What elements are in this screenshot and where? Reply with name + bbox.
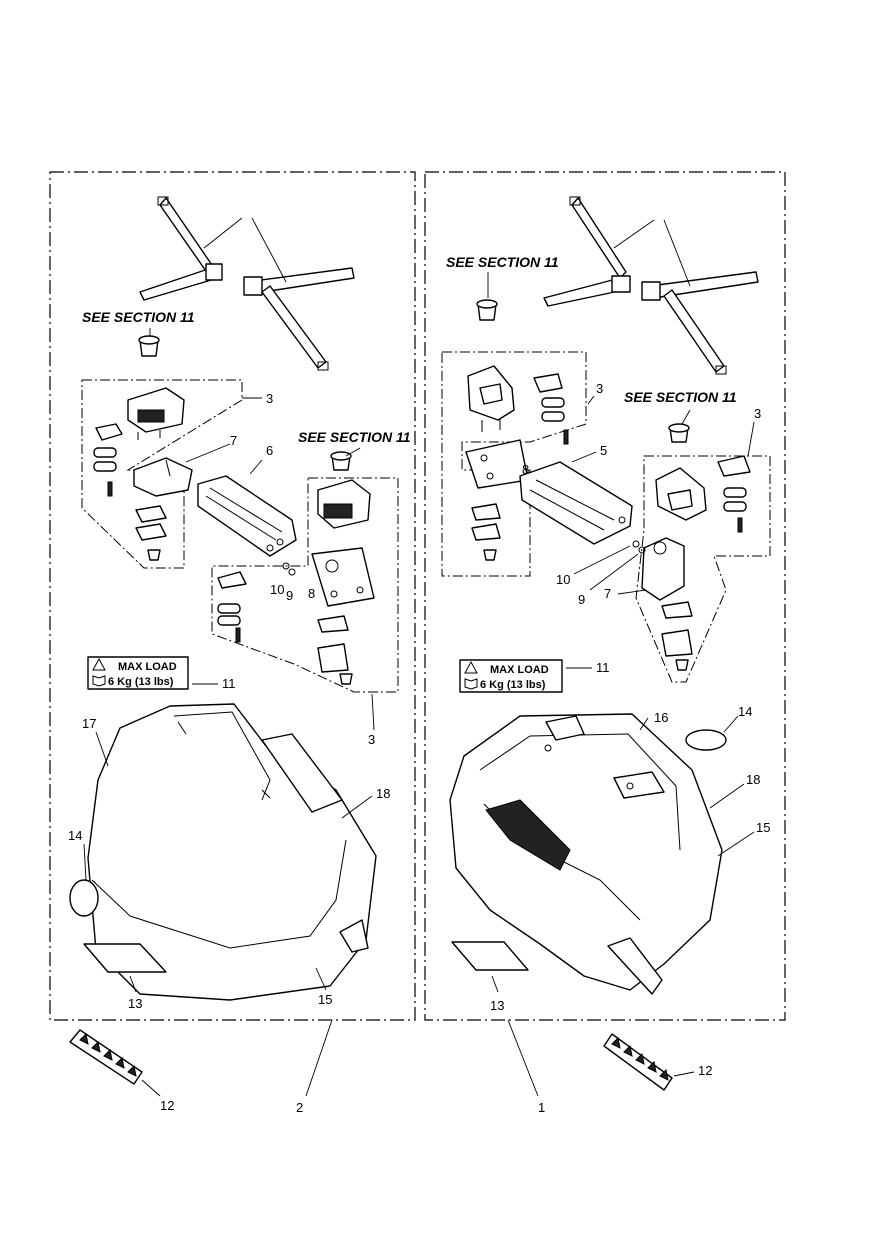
strap-set-right <box>543 196 759 375</box>
max-load-label-left-line1: MAX LOAD <box>118 661 177 673</box>
callout-14-right: 14 <box>738 704 752 719</box>
mount-group-outline-left-2 <box>211 477 399 693</box>
bracket-8-left <box>311 547 375 607</box>
rubber-plug-right-2 <box>668 423 690 443</box>
pannier-case-left <box>87 703 377 1001</box>
callout-11-left: 11 <box>222 676 236 691</box>
callout-9-left: 9 <box>286 588 293 603</box>
reflective-strip-right <box>603 1033 673 1091</box>
see-section-ref-left-2: SEE SECTION 11 <box>298 429 411 445</box>
callout-12-right: 12 <box>698 1063 712 1078</box>
callout-13-right: 13 <box>490 998 504 1013</box>
callout-12-left: 12 <box>160 1098 174 1113</box>
callout-6: 6 <box>266 443 273 458</box>
callout-16: 16 <box>654 710 668 725</box>
bracket-8-right <box>465 439 529 489</box>
callout-9-right: 9 <box>578 592 585 607</box>
callout-11-right: 11 <box>596 660 610 675</box>
right-pannier-assembly: SEE SECTION 11 3 8 <box>424 171 786 1021</box>
callout-2: 2 <box>296 1100 303 1115</box>
bracket-7-right <box>641 537 685 601</box>
callout-1: 1 <box>538 1100 545 1115</box>
reflector-left <box>69 879 99 917</box>
latch-assembly-left-2 <box>317 479 371 529</box>
strap-set-left <box>139 196 355 371</box>
max-load-label-right-line2: 6 Kg (13 lbs) <box>480 679 546 691</box>
decal-right <box>451 941 529 971</box>
callout-17: 17 <box>82 716 96 731</box>
max-load-label-right-line1: MAX LOAD <box>490 664 549 676</box>
pannier-case-right <box>449 713 723 995</box>
callout-3-left-upper: 3 <box>266 391 273 406</box>
book-icon <box>92 675 106 687</box>
max-load-label-left: MAX LOAD 6 Kg (13 lbs) <box>87 656 189 690</box>
left-pannier-assembly: SEE SECTION 11 3 7 <box>49 171 416 1021</box>
callout-7-right: 7 <box>604 586 611 601</box>
mount-group-outline-right-1 <box>441 351 587 577</box>
callout-5: 5 <box>600 443 607 458</box>
see-section-ref-right-2: SEE SECTION 11 <box>624 389 737 405</box>
callout-10-right: 10 <box>556 572 570 587</box>
latch-assembly-left-1 <box>127 387 185 440</box>
callout-3-right-lower: 3 <box>754 406 761 421</box>
callout-18-left: 18 <box>376 786 390 801</box>
callout-13-left: 13 <box>128 996 142 1011</box>
see-section-ref-left-1: SEE SECTION 11 <box>82 309 195 325</box>
decal-left <box>83 943 167 973</box>
callout-8-left: 8 <box>308 586 315 601</box>
reflector-right <box>685 729 727 751</box>
callout-15-left: 15 <box>318 992 332 1007</box>
callout-18-right: 18 <box>746 772 760 787</box>
callout-3-right-upper: 3 <box>596 381 603 396</box>
rubber-plug-left-2 <box>330 451 352 471</box>
grab-rail-right <box>519 461 633 545</box>
callout-15-right: 15 <box>756 820 770 835</box>
callout-3-left-lower: 3 <box>368 732 375 747</box>
callout-10-left: 10 <box>270 582 284 597</box>
callout-7-left: 7 <box>230 433 237 448</box>
reflective-strip-left <box>69 1029 143 1085</box>
bracket-7-left <box>133 457 193 497</box>
callout-8-right: 8 <box>522 462 529 477</box>
latch-assembly-right-2 <box>655 467 707 521</box>
callout-14-left: 14 <box>68 828 82 843</box>
mount-group-outline-right-2 <box>635 455 771 683</box>
rubber-plug-right-1 <box>476 299 498 321</box>
left-assembly-frame <box>49 171 416 1021</box>
rubber-plug-left-1 <box>138 335 160 357</box>
latch-assembly-right-1 <box>467 365 515 432</box>
grab-rail-left <box>197 475 297 557</box>
warning-triangle-icon <box>92 657 106 671</box>
see-section-ref-right-1: SEE SECTION 11 <box>446 254 559 270</box>
max-load-label-left-line2: 6 Kg (13 lbs) <box>108 676 174 688</box>
right-assembly-frame <box>424 171 786 1021</box>
max-load-label-right: MAX LOAD 6 Kg (13 lbs) <box>459 659 563 693</box>
